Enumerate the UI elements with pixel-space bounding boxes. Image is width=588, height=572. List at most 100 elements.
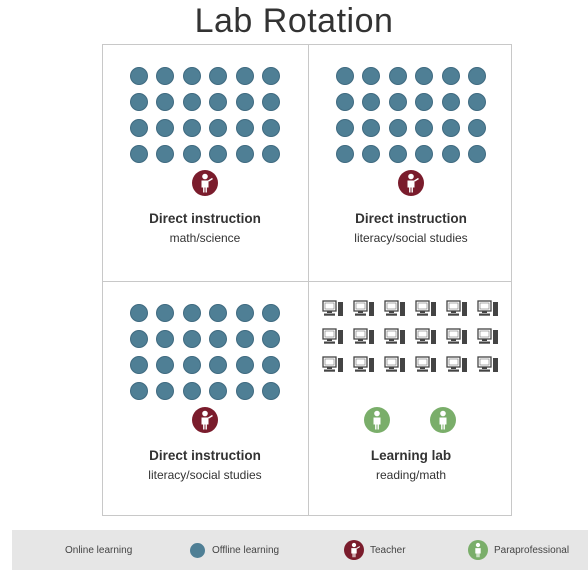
student-dot <box>156 330 175 348</box>
computer-icon <box>384 328 407 346</box>
vertical-divider <box>308 45 309 515</box>
legend: Online learning Offline learning Teacher… <box>12 530 588 570</box>
student-dot <box>262 330 281 348</box>
page-title: Lab Rotation <box>194 2 394 40</box>
student-dot <box>441 67 460 85</box>
student-dot <box>209 145 228 163</box>
quadrant-math-science: Direct instruction math/science <box>103 45 307 280</box>
computer-icon <box>415 300 438 318</box>
student-dot <box>209 356 228 374</box>
student-dot <box>441 145 460 163</box>
teacher-icon <box>192 407 218 433</box>
quadrant-subject: math/science <box>169 231 241 245</box>
quadrant-subject: literacy/social studies <box>148 468 262 482</box>
legend-offline-label: Offline learning <box>212 544 280 556</box>
student-dot <box>235 382 254 400</box>
student-grid <box>309 67 513 163</box>
student-dot <box>235 119 254 137</box>
student-dot <box>441 119 460 137</box>
student-dot <box>209 67 228 85</box>
teacher-icon <box>398 170 424 196</box>
computer-icon <box>477 300 500 318</box>
computer-icon <box>446 328 469 346</box>
student-dot <box>156 145 175 163</box>
student-dot <box>156 304 175 322</box>
offline-dot-icon <box>190 542 205 558</box>
student-dot <box>235 145 254 163</box>
student-dot <box>415 145 434 163</box>
student-dot <box>209 330 228 348</box>
paraprofessional-icon <box>468 540 488 560</box>
student-dot <box>468 145 487 163</box>
student-dot <box>362 145 381 163</box>
student-dot <box>468 93 487 111</box>
student-dot <box>235 304 254 322</box>
quadrant-subject: literacy/social studies <box>354 231 468 245</box>
computer-icon <box>353 328 376 346</box>
student-dot <box>182 304 201 322</box>
student-dot <box>182 145 201 163</box>
student-dot <box>129 382 148 400</box>
student-dot <box>182 330 201 348</box>
student-dot <box>362 67 381 85</box>
quadrant-title: Learning lab <box>370 448 452 463</box>
student-dot <box>335 119 354 137</box>
computer-icon <box>415 328 438 346</box>
student-dot <box>388 119 407 137</box>
legend-teacher-label: Teacher <box>370 544 406 556</box>
student-dot <box>129 93 148 111</box>
computer-icon <box>322 300 345 318</box>
legend-teacher: Teacher <box>344 530 406 570</box>
student-dot <box>335 67 354 85</box>
computer-icon <box>384 300 407 318</box>
teacher-icon <box>192 170 218 196</box>
legend-offline: Offline learning <box>190 530 279 570</box>
student-dot <box>235 67 254 85</box>
student-dot <box>262 93 281 111</box>
rotation-grid: Direct instruction math/science Direct i… <box>102 44 512 516</box>
student-dot <box>388 145 407 163</box>
student-dot <box>156 93 175 111</box>
quadrant-learning-lab: Learning lab reading/math <box>309 282 513 517</box>
student-dot <box>235 330 254 348</box>
student-dot <box>209 304 228 322</box>
student-dot <box>156 67 175 85</box>
computer-icon <box>446 300 469 318</box>
student-dot <box>335 145 354 163</box>
horizontal-divider <box>103 281 511 282</box>
student-dot <box>209 382 228 400</box>
student-dot <box>235 356 254 374</box>
legend-online-label: Online learning <box>65 544 133 556</box>
teacher-icon <box>344 540 364 560</box>
student-dot <box>182 356 201 374</box>
student-dot <box>415 67 434 85</box>
student-dot <box>182 93 201 111</box>
student-dot <box>182 382 201 400</box>
student-dot <box>129 67 148 85</box>
student-dot <box>156 119 175 137</box>
quadrant-literacy-top: Direct instruction literacy/social studi… <box>309 45 513 280</box>
legend-para: Paraprofessional <box>468 530 569 570</box>
quadrant-title: Direct instruction <box>355 211 467 226</box>
computer-icon <box>415 356 438 374</box>
computer-icon <box>477 328 500 346</box>
computer-icon <box>446 356 469 374</box>
student-dot <box>468 119 487 137</box>
student-dot <box>156 382 175 400</box>
student-dot <box>156 356 175 374</box>
legend-online: Online learning <box>65 530 132 570</box>
student-dot <box>235 93 254 111</box>
student-grid <box>103 67 307 163</box>
computer-icon <box>322 328 345 346</box>
student-dot <box>262 67 281 85</box>
computer-icon <box>353 356 376 374</box>
computer-icon <box>477 356 500 374</box>
student-dot <box>262 145 281 163</box>
student-dot <box>362 119 381 137</box>
student-dot <box>129 145 148 163</box>
paraprofessional-icon <box>364 407 390 433</box>
student-dot <box>129 356 148 374</box>
student-dot <box>182 119 201 137</box>
student-dot <box>209 93 228 111</box>
quadrant-title: Direct instruction <box>149 211 261 226</box>
